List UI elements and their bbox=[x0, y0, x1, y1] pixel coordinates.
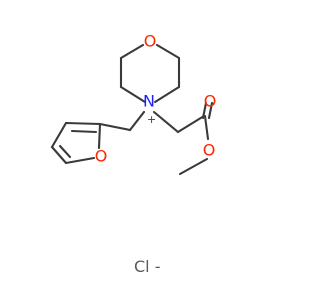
bond-furan-c4-c5 bbox=[50, 145, 68, 165]
bond-morpholine-o-left bbox=[119, 43, 145, 60]
bond-methylene-furan bbox=[98, 122, 132, 132]
bond-morpholine-n-right bbox=[153, 85, 181, 104]
bond-morpholine-o-right bbox=[155, 43, 181, 60]
bond-carbonyl-ester-oxygen bbox=[203, 114, 210, 141]
morpholine-oxygen-label: O bbox=[144, 32, 157, 51]
bond-furan-c2-c3-double bbox=[70, 129, 98, 134]
molecule-canvas: O N + O O O Cl - bbox=[50, 31, 217, 276]
bond-furan-c3-c4 bbox=[50, 121, 68, 149]
nitrogen-label: N bbox=[143, 92, 155, 111]
bond-furan-c5-oxygen bbox=[64, 156, 96, 165]
nitrogen-positive-charge: + bbox=[147, 113, 156, 126]
bond-furan-c2-c3 bbox=[64, 121, 102, 126]
bond-furan-oxygen-c2 bbox=[97, 122, 102, 150]
bond-carbonyl-double-inner bbox=[207, 101, 214, 120]
carbonyl-oxygen-label: O bbox=[204, 92, 217, 111]
bond-ester-oxygen-methyl bbox=[178, 157, 209, 176]
bond-nitrogen-methylene bbox=[128, 110, 146, 132]
chloride-counterion: Cl - bbox=[134, 257, 160, 276]
furan-oxygen-label: O bbox=[95, 147, 108, 166]
bond-carbonyl-double-outer bbox=[201, 101, 208, 120]
bond-nitrogen-ester-methylene bbox=[152, 110, 180, 134]
ester-oxygen-label: O bbox=[203, 141, 216, 160]
bond-furan-c4-c5-double bbox=[58, 144, 72, 159]
bond-morpholine-n-left bbox=[119, 85, 147, 104]
bond-ester-methylene-carbonyl bbox=[176, 114, 206, 134]
molecule-structure: O N + O O O Cl - bbox=[50, 32, 217, 276]
